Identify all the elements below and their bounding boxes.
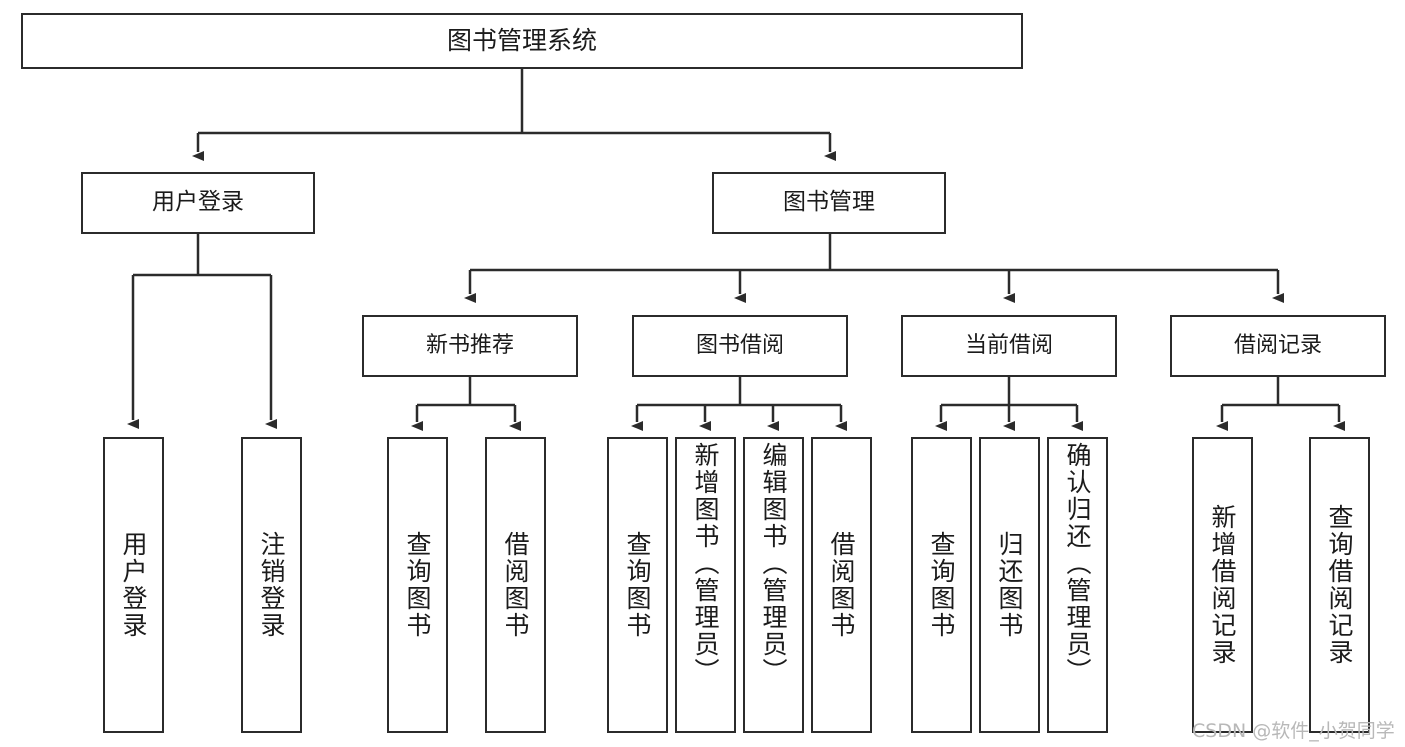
node-root-system[interactable]: 图书管理系统: [21, 13, 1023, 69]
leaf-borrow-record-query[interactable]: 查询借阅记录: [1309, 437, 1370, 733]
node-new-book-recommend[interactable]: 新书推荐: [362, 315, 578, 377]
leaf-borrow-record-query-label: 查询借阅记录: [1325, 504, 1354, 666]
leaf-user-login-signout-label: 注销登录: [257, 531, 286, 639]
leaf-new-book-borrow[interactable]: 借阅图书: [485, 437, 546, 733]
leaf-book-borrow-edit[interactable]: 编辑图书（管理员）: [743, 437, 804, 733]
leaf-current-borrow-query-label: 查询图书: [927, 531, 956, 639]
leaf-user-login-signout[interactable]: 注销登录: [241, 437, 302, 733]
leaf-new-book-query-label: 查询图书: [403, 531, 432, 639]
node-current-borrow[interactable]: 当前借阅: [901, 315, 1117, 377]
node-new-book-recommend-label: 新书推荐: [425, 333, 514, 359]
leaf-current-borrow-confirm-label: 确认归还（管理员）: [1063, 442, 1092, 685]
leaf-current-borrow-query[interactable]: 查询图书: [911, 437, 972, 733]
leaf-current-borrow-confirm[interactable]: 确认归还（管理员）: [1047, 437, 1108, 733]
node-user-login[interactable]: 用户登录: [81, 172, 315, 234]
leaf-user-login-signin-label: 用户登录: [119, 531, 148, 639]
leaf-book-borrow-add-label: 新增图书（管理员）: [691, 442, 720, 685]
leaf-borrow-record-add[interactable]: 新增借阅记录: [1192, 437, 1253, 733]
node-book-management-label: 图书管理: [783, 189, 875, 216]
node-book-borrow[interactable]: 图书借阅: [632, 315, 848, 377]
leaf-book-borrow-query-label: 查询图书: [623, 531, 652, 639]
node-current-borrow-label: 当前借阅: [964, 333, 1053, 359]
leaf-book-borrow-edit-label: 编辑图书（管理员）: [759, 442, 788, 685]
leaf-book-borrow-query[interactable]: 查询图书: [607, 437, 668, 733]
node-book-borrow-label: 图书借阅: [695, 333, 784, 359]
node-user-login-label: 用户登录: [152, 189, 244, 216]
node-root-system-label: 图书管理系统: [446, 26, 597, 56]
leaf-book-borrow-borrow[interactable]: 借阅图书: [811, 437, 872, 733]
leaf-current-borrow-return[interactable]: 归还图书: [979, 437, 1040, 733]
node-book-management[interactable]: 图书管理: [712, 172, 946, 234]
leaf-user-login-signin[interactable]: 用户登录: [103, 437, 164, 733]
leaf-book-borrow-add[interactable]: 新增图书（管理员）: [675, 437, 736, 733]
leaf-borrow-record-add-label: 新增借阅记录: [1208, 504, 1237, 666]
leaf-new-book-query[interactable]: 查询图书: [387, 437, 448, 733]
leaf-current-borrow-return-label: 归还图书: [995, 531, 1024, 639]
node-borrow-record[interactable]: 借阅记录: [1170, 315, 1386, 377]
node-borrow-record-label: 借阅记录: [1233, 333, 1322, 359]
leaf-book-borrow-borrow-label: 借阅图书: [827, 531, 856, 639]
leaf-new-book-borrow-label: 借阅图书: [501, 531, 530, 639]
csdn-watermark: CSDN @软件_小贺同学: [1192, 720, 1395, 742]
